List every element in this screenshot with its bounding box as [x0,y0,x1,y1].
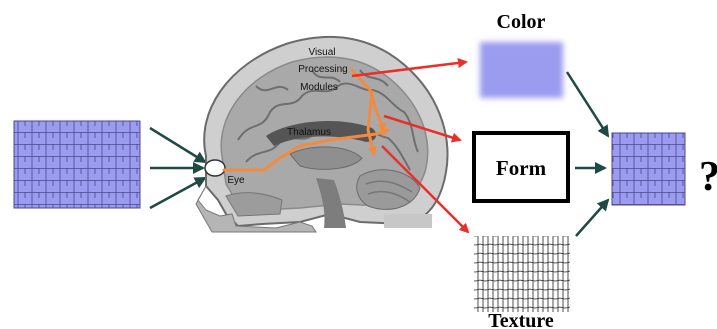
color-label: Color [497,11,546,33]
combine-arrows [567,72,608,236]
texture-pattern [474,236,570,312]
label-visual: Visual [308,47,335,58]
input-arrow-top [150,128,205,162]
texture-label: Texture [488,310,554,329]
label-eye: Eye [227,175,245,186]
input-pattern [14,121,140,208]
label-modules: Modules [300,82,338,93]
eye-icon [205,160,225,176]
question-mark: ? [699,154,717,200]
label-thalamus: Thalamus [287,127,331,138]
input-arrows [150,128,205,208]
color-blob [480,42,563,98]
result-pattern [612,133,685,205]
arrow-texture-to-result [576,200,608,236]
arrow-color-to-result [567,72,608,136]
label-processing: Processing [298,64,347,75]
form-label: Form [496,156,547,180]
